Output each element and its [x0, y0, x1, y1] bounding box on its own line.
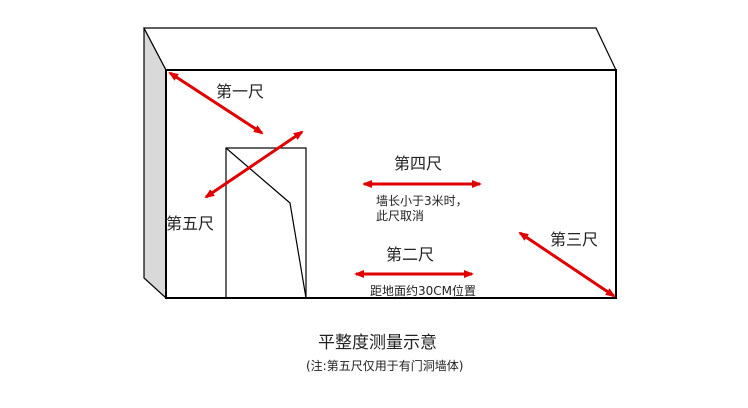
ruler3-label: 第三尺	[550, 230, 598, 249]
ruler1-arrow	[168, 71, 264, 135]
room-box	[143, 27, 617, 300]
caption-note: (注:第五尺仅用于有门洞墙体)	[306, 358, 463, 373]
side-wall	[143, 27, 167, 300]
ruler4-label: 第四尺	[394, 154, 442, 173]
caption-title: 平整度测量示意	[318, 333, 437, 353]
ceiling	[143, 27, 617, 71]
ruler5-label: 第五尺	[166, 214, 214, 233]
ruler1-label: 第一尺	[216, 82, 264, 101]
ruler4-note-line1: 墙长小于3米时，	[376, 194, 468, 208]
ruler2-label: 第二尺	[386, 245, 434, 264]
ruler5-arrow	[204, 130, 304, 199]
ruler2-note: 距地面约30CM位置	[370, 283, 476, 298]
ruler3-arrow	[518, 231, 616, 298]
ruler4-note-line2: 此尺取消	[376, 209, 424, 223]
